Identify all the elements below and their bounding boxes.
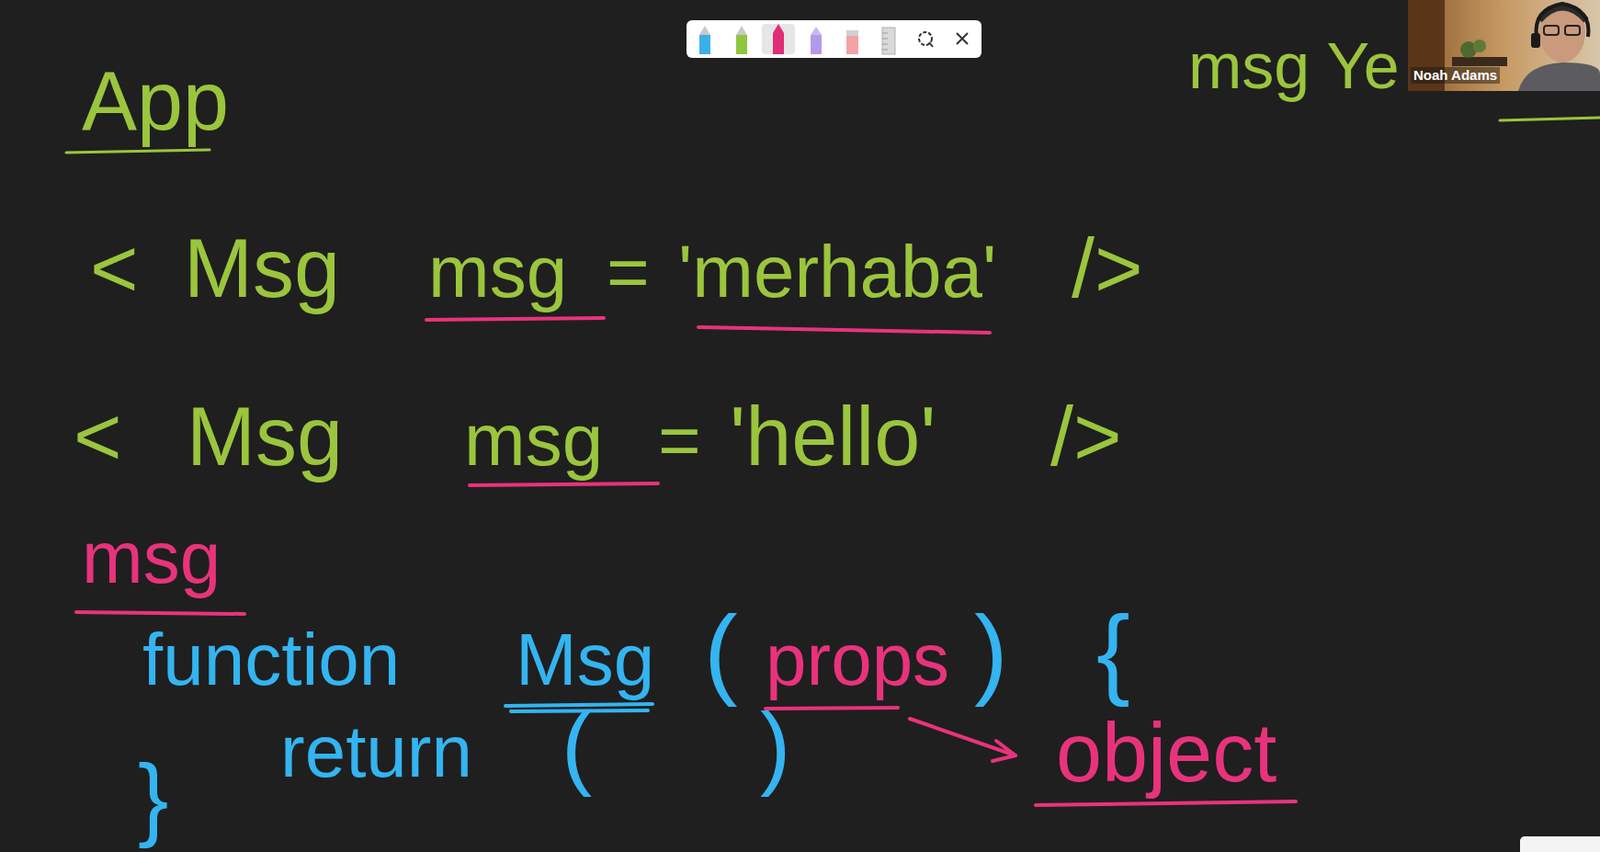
- handwritten-code: msg: [428, 235, 568, 309]
- webcam-headset: [1536, 3, 1589, 37]
- underline: [698, 327, 990, 333]
- eraser-icon: [846, 34, 859, 55]
- handwritten-code: 'hello': [729, 395, 937, 478]
- handwritten-code: ): [760, 699, 791, 792]
- highlighter-icon: [810, 34, 822, 55]
- handwritten-code: msg Ye: [1188, 34, 1400, 99]
- handwritten-code: {: [1096, 600, 1131, 702]
- handwritten-code: return: [280, 714, 473, 789]
- handwritten-code: 'merhaba': [678, 235, 997, 309]
- underline: [66, 149, 210, 153]
- toolbar-panel: [686, 20, 982, 58]
- underline: [426, 317, 604, 320]
- handwritten-code: ): [974, 600, 1009, 702]
- pen-icon: [772, 33, 784, 55]
- pen-tip: [736, 25, 748, 35]
- pen-tip: [699, 25, 711, 35]
- arrow-line: [909, 718, 1016, 756]
- webcam-room: [1407, 0, 1600, 91]
- eraser-top: [846, 30, 859, 36]
- pen-icon: [736, 34, 748, 55]
- webcam-tile: Noah Adams: [1407, 0, 1600, 91]
- close-icon: [956, 33, 968, 45]
- handwritten-code: App: [81, 59, 229, 143]
- corner-widget: [1520, 836, 1600, 852]
- handwritten-code: msg: [81, 521, 221, 595]
- ruler-icon: [882, 27, 896, 55]
- handwritten-code: <: [90, 226, 139, 310]
- pen-tip: [772, 23, 784, 34]
- ruler-ticks: [882, 33, 888, 50]
- handwritten-code: msg: [464, 403, 603, 477]
- underline: [1499, 117, 1600, 121]
- pen-toolbar: [686, 20, 982, 58]
- handwritten-code: function: [142, 623, 400, 697]
- handwritten-code: />: [1071, 226, 1144, 310]
- handwritten-code: Msg: [515, 623, 655, 697]
- arrow-head: [992, 740, 1016, 761]
- handwritten-code: (: [703, 600, 738, 702]
- handwritten-code: Msg: [183, 226, 341, 310]
- webcam-picture: [1407, 0, 1600, 91]
- handwritten-code: props: [765, 623, 950, 697]
- webcam-table: [1452, 56, 1508, 67]
- selected-tool: [761, 23, 795, 55]
- handwritten-code: />: [1050, 395, 1123, 478]
- handwritten-code: (: [561, 699, 592, 792]
- participant-name: Noah Adams: [1410, 67, 1500, 85]
- webcam-glasses: [1565, 25, 1580, 35]
- handwritten-code: =: [658, 403, 702, 477]
- underline: [469, 483, 659, 486]
- lasso-icon: [929, 42, 933, 47]
- handwritten-code: object: [1055, 711, 1277, 795]
- webcam-shirt: [1518, 62, 1600, 91]
- pen-tip: [810, 26, 822, 35]
- handwritten-code: =: [606, 235, 650, 309]
- underline: [1035, 801, 1296, 806]
- pen-icon: [699, 25, 711, 55]
- handwritten-code: Msg: [186, 395, 343, 478]
- webcam-plant: [1473, 39, 1487, 53]
- underline: [76, 612, 245, 614]
- pen-icon: [699, 34, 711, 55]
- handwritten-code: <: [73, 395, 123, 478]
- webcam-headset: [1531, 33, 1541, 48]
- handwritten-code: }: [137, 750, 169, 843]
- webcam-glasses: [1543, 25, 1559, 35]
